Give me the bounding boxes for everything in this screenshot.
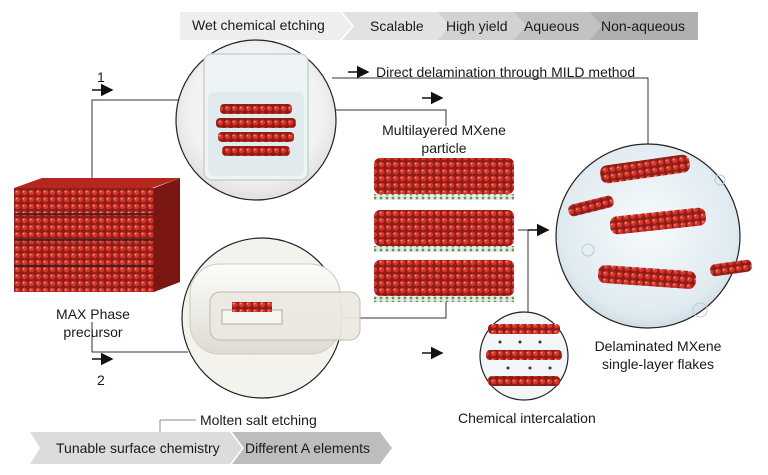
intercalation-structure <box>479 311 569 401</box>
banner-segment <box>232 432 392 464</box>
banner-segment <box>180 12 352 40</box>
wet-etching-beaker <box>175 39 337 201</box>
molten-salt-furnace <box>181 237 361 399</box>
feature-non-aqueous: Non-aqueous <box>601 18 686 34</box>
intercalation-branch-line <box>518 229 529 312</box>
sample-boat <box>221 309 283 325</box>
intercalant-dot <box>528 366 532 370</box>
intercalant-dot <box>538 340 542 344</box>
banner-segment <box>514 12 604 40</box>
molten-salt-title: Molten salt etching <box>200 412 317 428</box>
mxene-stack <box>374 158 514 194</box>
intercalant-dot <box>498 340 502 344</box>
banner-segment <box>438 12 528 40</box>
banner-segment <box>590 12 698 40</box>
mxene-stack <box>374 210 514 246</box>
mxene-flake <box>600 154 690 184</box>
beaker-mxene <box>218 132 294 142</box>
intercalation-label: Chemical intercalation <box>458 410 596 426</box>
max-phase-top-face <box>14 178 180 188</box>
bubble <box>581 243 595 257</box>
feature-different-a-elements: Different A elements <box>245 440 371 456</box>
mxene-surface-groups <box>374 296 514 302</box>
mxene-surface-groups <box>374 194 514 200</box>
feature-aqueous: Aqueous <box>524 18 580 34</box>
wet-etching-title: Wet chemical etching <box>192 17 325 33</box>
feature-high-yield: High yield <box>446 18 508 34</box>
route-1-line <box>91 99 188 180</box>
feature-scalable: Scalable <box>370 18 424 34</box>
molten-salt-banner <box>30 419 392 464</box>
mxene-surface-groups <box>374 246 514 252</box>
intercalated-layer <box>488 376 560 386</box>
mxene-flake <box>597 265 697 289</box>
intercalated-layer <box>486 350 562 360</box>
mild-method-label: Direct delamination through MILD method <box>376 64 636 80</box>
multilayer-mxene-label: Multilayered MXene particle <box>382 122 506 156</box>
max-phase-side-face <box>154 178 180 292</box>
beaker-mxene <box>220 104 292 114</box>
bubble <box>714 174 726 186</box>
flow-arrows <box>92 65 550 366</box>
delaminated-flakes <box>555 143 752 329</box>
beaker-mxene <box>216 118 296 128</box>
intercalant-dot <box>518 340 522 344</box>
bubble <box>692 302 708 318</box>
delaminated-label: Delaminated MXene single-layer flakes <box>594 338 722 372</box>
mild-route-line <box>332 77 649 146</box>
mxene-flake <box>568 195 614 217</box>
beaker-to-multilayer-line <box>330 109 447 126</box>
mxene-flake <box>710 259 752 277</box>
flow-connectors <box>91 77 649 353</box>
intercalated-layer <box>488 324 560 334</box>
sample-crystal <box>232 302 272 312</box>
wet-etching-banner <box>180 12 698 40</box>
intercalant-dot <box>506 366 510 370</box>
route-number-1: 1 <box>97 69 105 85</box>
mxene-stack <box>374 260 514 296</box>
route-number-2: 2 <box>97 372 105 388</box>
beaker-mxene <box>222 146 290 156</box>
intercalant-dot <box>548 366 552 370</box>
max-phase-label: MAX Phase precursor <box>56 306 130 340</box>
feature-tunable-surface: Tunable surface chemistry <box>56 440 220 456</box>
multilayer-mxene-structure <box>374 158 514 302</box>
banner-segment <box>342 12 452 40</box>
mxene-flake <box>610 207 706 235</box>
route-2-line <box>91 322 188 353</box>
max-phase-structure <box>14 178 180 292</box>
banner-segment <box>30 432 242 464</box>
tube-to-multilayer-line <box>335 300 447 319</box>
